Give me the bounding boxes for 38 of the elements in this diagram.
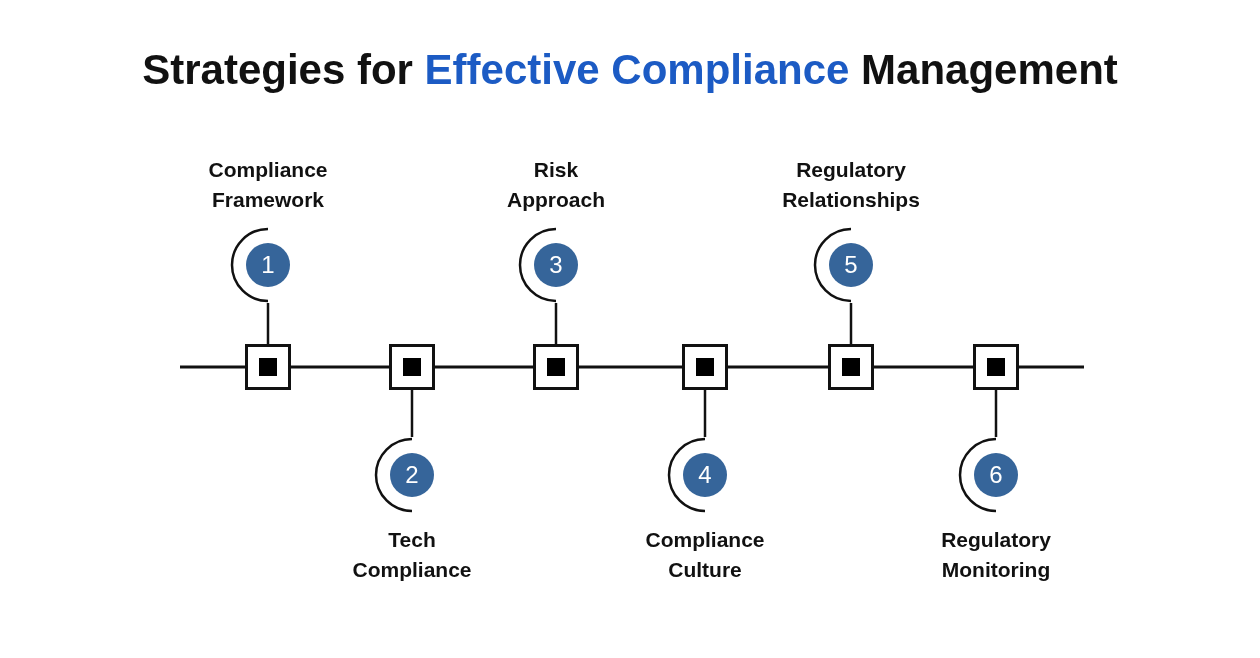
diagram-title: Strategies for Effective Compliance Management bbox=[142, 45, 1118, 95]
step-label: Regulatory Relationships bbox=[782, 157, 920, 213]
connector-line bbox=[266, 303, 270, 344]
timeline-line bbox=[1019, 365, 1084, 369]
timeline-line bbox=[728, 365, 828, 369]
timeline-marker bbox=[533, 344, 579, 390]
numbered-step-marker bbox=[518, 227, 579, 303]
numbered-step-marker bbox=[230, 227, 291, 303]
connector-line bbox=[703, 390, 707, 437]
timeline-marker bbox=[682, 344, 728, 390]
connector-line bbox=[849, 303, 853, 344]
step-number: 2 bbox=[405, 462, 419, 488]
step-label: Regulatory Monitoring bbox=[941, 527, 1051, 583]
step-number: 1 bbox=[261, 252, 275, 278]
timeline-marker bbox=[245, 344, 291, 390]
timeline-marker bbox=[828, 344, 874, 390]
step-number: 6 bbox=[989, 462, 1003, 488]
step-label: Tech Compliance bbox=[352, 527, 472, 583]
timeline-marker bbox=[973, 344, 1019, 390]
step-number: 3 bbox=[549, 252, 563, 278]
timeline-line bbox=[180, 365, 245, 369]
step-label: Compliance Framework bbox=[208, 157, 328, 213]
step-number: 4 bbox=[698, 462, 712, 488]
timeline-line bbox=[874, 365, 973, 369]
numbered-step-marker bbox=[667, 437, 728, 513]
step-label: Risk Approach bbox=[507, 157, 605, 213]
timeline-marker bbox=[389, 344, 435, 390]
timeline-line bbox=[579, 365, 682, 369]
timeline-line bbox=[435, 365, 533, 369]
step-number: 5 bbox=[844, 252, 858, 278]
connector-line bbox=[410, 390, 414, 437]
connector-line bbox=[554, 303, 558, 344]
step-label: Compliance Culture bbox=[645, 527, 765, 583]
numbered-step-marker bbox=[958, 437, 1019, 513]
numbered-step-marker bbox=[813, 227, 874, 303]
timeline-line bbox=[291, 365, 389, 369]
connector-line bbox=[994, 390, 998, 437]
numbered-step-marker bbox=[374, 437, 435, 513]
